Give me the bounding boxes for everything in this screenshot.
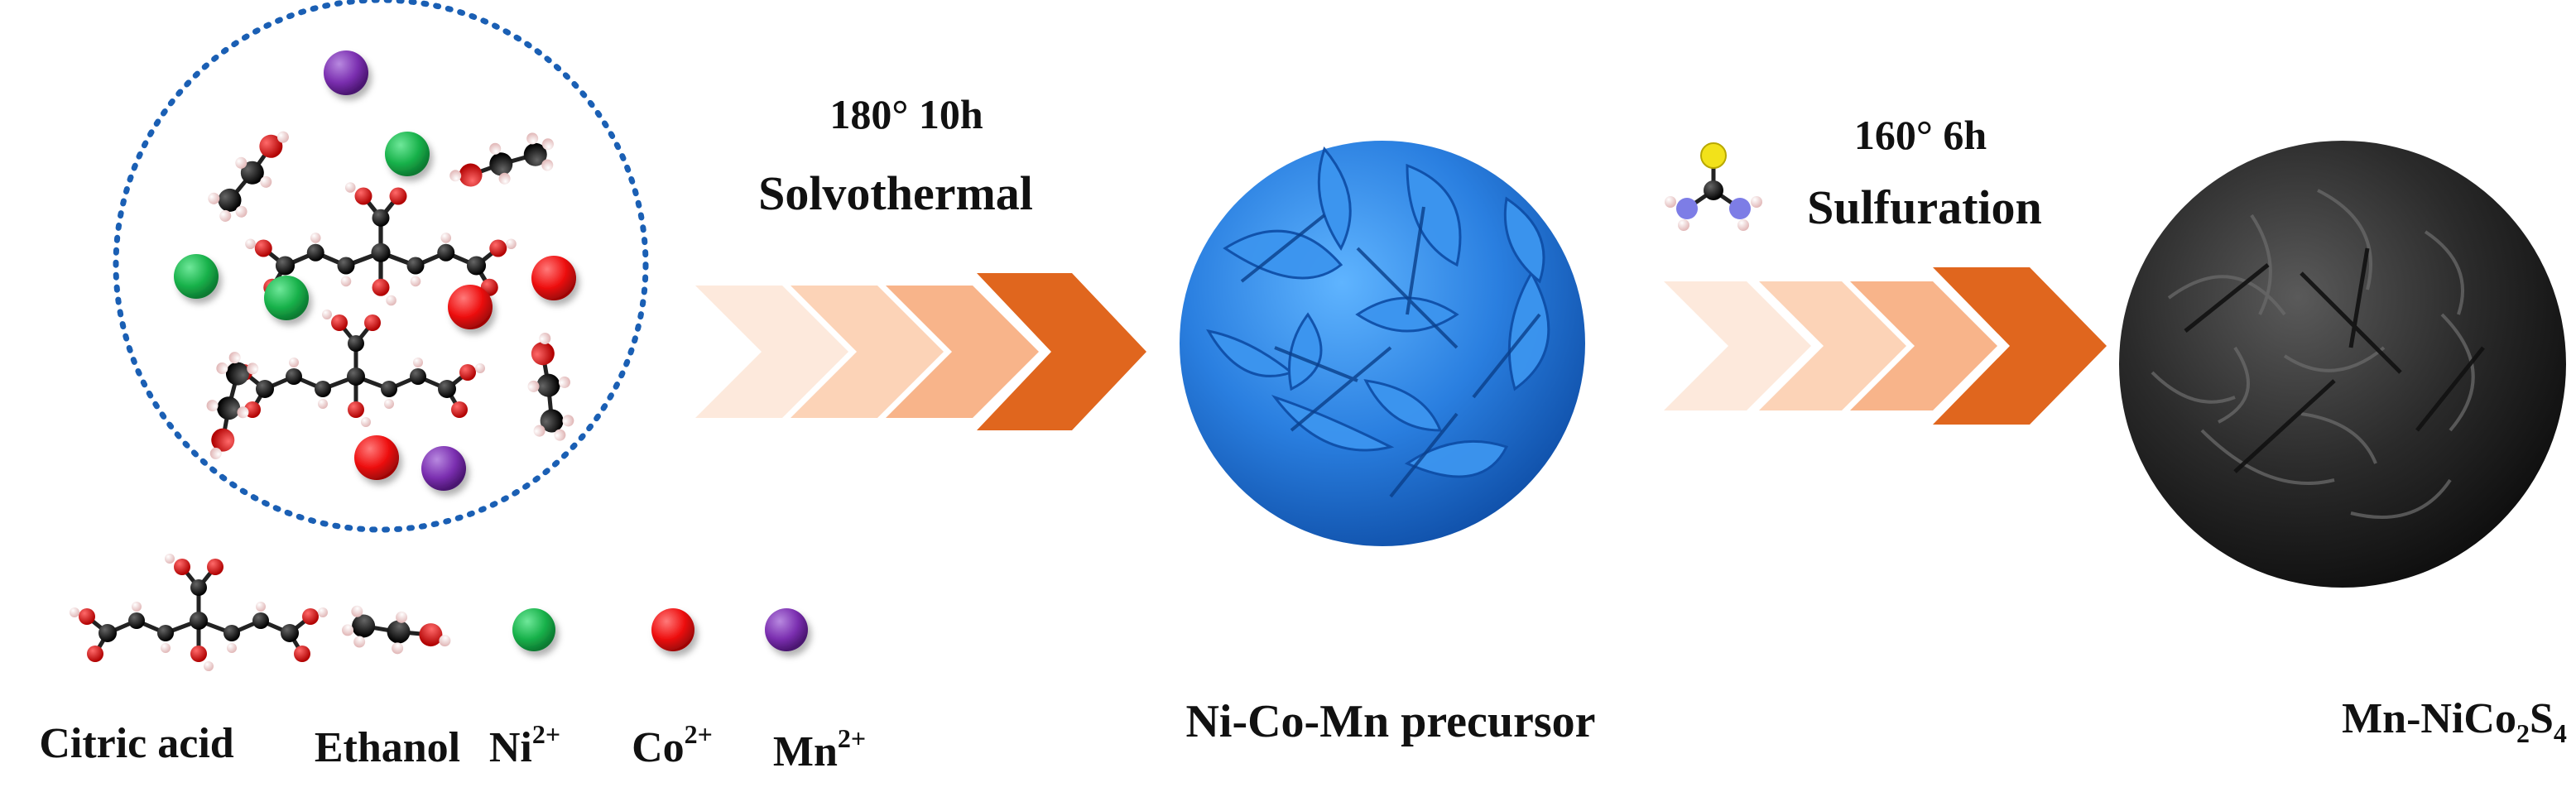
step2-process: Sulfuration (1807, 180, 2042, 234)
mn-label: Mn2+ (773, 723, 866, 775)
chevron-arrow-icon (1664, 267, 2107, 425)
reaction-mixture (113, 0, 649, 533)
co-legend-icon (651, 608, 694, 651)
ni-label: Ni2+ (489, 719, 560, 771)
ni-ion (264, 276, 309, 320)
precursor-sphere (1180, 141, 1585, 546)
legend: Citric acid Ethanol Ni2+ Co2+ Mn2+ (39, 554, 866, 775)
mn-legend-icon (765, 608, 808, 651)
co-ion (354, 435, 399, 480)
sulfuration-step: 160° 6h Sulfuration (1664, 112, 2107, 425)
precursor-label: Ni-Co-Mn precursor (1185, 696, 1595, 747)
mn-ion (421, 446, 466, 491)
citric-acid-molecule (227, 310, 485, 427)
step2-conditions: 160° 6h (1854, 112, 1987, 158)
product-sphere (2119, 141, 2566, 588)
ni-ion (385, 132, 430, 176)
dotted-boundary (113, 0, 649, 533)
ethanol-legend-icon (334, 574, 453, 693)
ethanol-molecule (448, 111, 561, 212)
citric-acid-legend-icon (70, 554, 328, 671)
ni-legend-icon (512, 608, 555, 651)
chevron-arrow-icon (695, 273, 1146, 430)
co-ion (448, 285, 493, 329)
co-ion (531, 256, 576, 300)
thiourea-icon (1665, 143, 1762, 231)
solvothermal-step: 180° 10h Solvothermal (695, 91, 1146, 430)
mn-ion (324, 50, 368, 95)
step1-conditions: 180° 10h (829, 91, 983, 137)
final-product-label: Mn-NiCo2S4 (2342, 695, 2567, 748)
ethanol-molecule (196, 130, 306, 225)
ethanol-label: Ethanol (315, 724, 460, 771)
citric-acid-label: Citric acid (39, 720, 233, 767)
ni-ion (174, 254, 219, 299)
co-label: Co2+ (632, 719, 713, 771)
step1-process: Solvothermal (758, 166, 1033, 220)
